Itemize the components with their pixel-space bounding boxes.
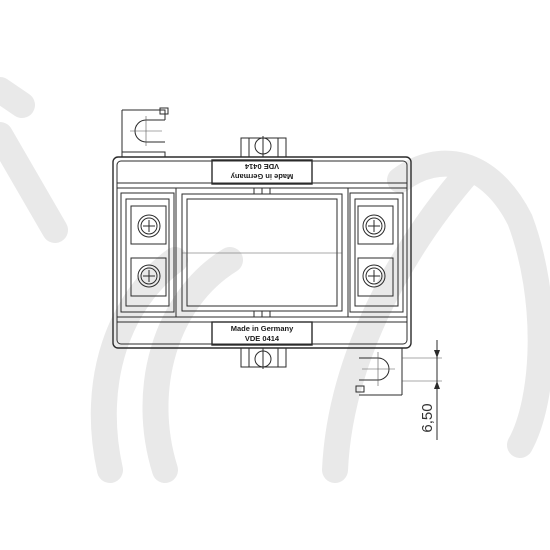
bottom-nameplate: Made in Germany VDE 0414 bbox=[211, 321, 313, 346]
center-window bbox=[175, 187, 349, 318]
top-mounting-clip bbox=[240, 136, 287, 157]
screw-icon bbox=[137, 214, 161, 238]
right-terminal-block bbox=[349, 192, 404, 313]
screw-icon bbox=[137, 264, 161, 288]
arrow-icon bbox=[434, 381, 440, 389]
dimension-value: 6,50 bbox=[419, 403, 436, 432]
top-nameplate: Made in Germany VDE 0414 bbox=[211, 159, 313, 185]
top-label-line1: Made in Germany bbox=[230, 172, 293, 181]
screw-icon bbox=[362, 214, 386, 238]
screw-icon bbox=[362, 264, 386, 288]
watermark bbox=[0, 77, 550, 483]
left-terminal-block bbox=[120, 192, 175, 313]
dimension-annotation: 6,50 bbox=[402, 340, 442, 440]
bottom-mounting-clip bbox=[240, 348, 287, 369]
lower-right-mounting-foot bbox=[355, 347, 403, 396]
arrow-icon bbox=[434, 350, 440, 358]
top-label-line2: VDE 0414 bbox=[244, 162, 279, 171]
bottom-label-line1: Made in Germany bbox=[231, 324, 294, 333]
upper-left-mounting-foot bbox=[121, 107, 169, 157]
bottom-label-line2: VDE 0414 bbox=[245, 334, 280, 343]
